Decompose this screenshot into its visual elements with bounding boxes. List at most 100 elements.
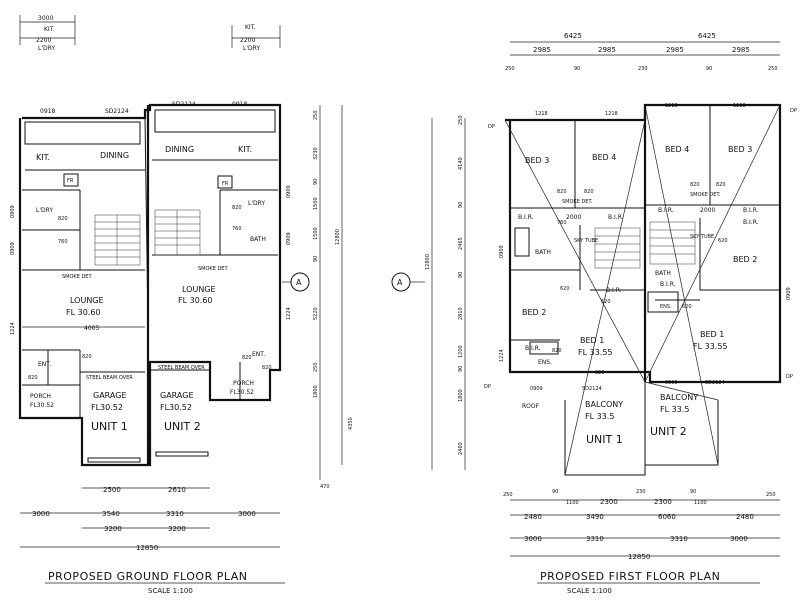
dim-text: 90 xyxy=(552,489,558,495)
room-label: BED 4 xyxy=(592,153,616,162)
first-plan-title: PROPOSED FIRST FLOOR PLAN xyxy=(540,570,720,583)
room-label: FL 33.55 xyxy=(693,342,728,351)
room-label: SKY TUBE xyxy=(690,234,714,240)
room-label: STEEL BEAM OVER xyxy=(158,365,205,371)
dim-text: 2500 xyxy=(103,486,121,494)
window-label: 0909 xyxy=(665,380,678,386)
dim-text: 5220 xyxy=(313,307,319,320)
door-label: 820 xyxy=(552,348,562,354)
dim-text: 250 xyxy=(503,492,513,498)
dim-text: 90 xyxy=(313,256,319,262)
dim-text: 3000 xyxy=(238,510,256,518)
unit-label: UNIT 2 xyxy=(650,425,687,438)
room-label: FR xyxy=(222,181,229,187)
ground-bottom-dims: 2500 2610 3000 3540 3310 3000 3200 3200 … xyxy=(20,486,280,552)
room-label: SMOKE DET. xyxy=(62,274,93,280)
dim-text: 250 xyxy=(766,492,776,498)
ground-right-dims: 250 3230 90 1500 1500 90 5220 250 1800 4… xyxy=(313,105,354,490)
door-label: 820 xyxy=(232,205,242,211)
first-top-dims: 6425 6425 250 2985 90 2985 230 2985 90 2… xyxy=(505,32,780,72)
dim-text: 250 xyxy=(505,66,515,72)
window-label: 1224 xyxy=(499,349,505,362)
room-label: ENT. xyxy=(38,361,51,368)
dim-text: L'DRY xyxy=(243,45,260,52)
ground-plan-title: PROPOSED GROUND FLOOR PLAN xyxy=(48,570,247,583)
door-label: 820 xyxy=(584,189,594,195)
room-label: KIT. xyxy=(238,145,252,154)
room-label: BATH xyxy=(250,236,266,243)
dim-text: 3200 xyxy=(168,525,186,533)
dim-text: 2300 xyxy=(600,498,618,506)
window-label: 0909 xyxy=(786,287,792,300)
door-label: 820 xyxy=(242,355,252,361)
window-label: 0909 xyxy=(530,386,543,392)
room-label: B.I.R. xyxy=(518,214,534,221)
door-label: 620 xyxy=(601,299,611,305)
room-label: BED 2 xyxy=(733,255,757,264)
dim-text: 2810 xyxy=(458,307,464,320)
room-label: FL30.52 xyxy=(160,403,192,412)
dim-text: 4350 xyxy=(348,417,354,430)
dim-text: 1500 xyxy=(313,197,319,210)
unit-1-outer-wall xyxy=(18,103,282,467)
room-label: BED 3 xyxy=(728,145,752,154)
room-label: DINING xyxy=(165,145,194,154)
unit-label: UNIT 1 xyxy=(586,433,623,446)
room-label: B.I.R. xyxy=(743,219,759,226)
room-label: GARAGE xyxy=(160,391,194,400)
dim-text: 2465 xyxy=(458,237,464,250)
dim-text: 3310 xyxy=(586,535,604,543)
dim-text: 3000 xyxy=(32,510,50,518)
room-label: FL30.52 xyxy=(91,403,123,412)
room-label: FL 33.55 xyxy=(578,348,613,357)
room-label: BED 1 xyxy=(580,336,604,345)
room-label: BATH xyxy=(535,249,551,256)
dim-text: 2985 xyxy=(732,46,750,54)
door-label: 620 xyxy=(682,304,692,310)
dim-text: 3000 xyxy=(524,535,542,543)
dim-text: 6060 xyxy=(658,513,676,521)
room-label: KIT. xyxy=(36,153,50,162)
dim-text: 90 xyxy=(574,66,580,72)
window-label: 0909 xyxy=(286,185,292,198)
dim-text: 12800 xyxy=(335,229,341,245)
dim-text: L'DRY xyxy=(38,45,55,52)
door-label: 820 xyxy=(262,365,272,371)
dim-text: 1800 xyxy=(313,385,319,398)
ground-floor-plan: 3000 KIT. 2200 L'DRY KIT. 2200 L'DRY 091… xyxy=(10,15,354,595)
room-label: B.I.R. xyxy=(606,287,622,294)
window-label: SD2124 xyxy=(105,108,129,115)
room-label: DINING xyxy=(100,151,129,160)
dim-text: 12850 xyxy=(628,553,650,561)
room-label: ENS. xyxy=(538,359,552,366)
window-label: 1218 xyxy=(535,111,548,117)
room-label: B.I.R. xyxy=(525,345,541,352)
dim-text: 6425 xyxy=(564,32,582,40)
section-marker: A xyxy=(391,272,425,292)
dim-text: KIT. xyxy=(245,24,256,31)
window-label: 1224 xyxy=(10,322,16,335)
dim-text: 6425 xyxy=(698,32,716,40)
dim-text: 2985 xyxy=(598,46,616,54)
dim-text: 90 xyxy=(706,66,712,72)
dim-text: 2000 xyxy=(566,214,581,221)
window-label: 0909 xyxy=(10,242,16,255)
room-label: FL30.52 xyxy=(30,402,54,409)
room-label: FL 33.5 xyxy=(660,405,689,414)
dim-text: 2300 xyxy=(654,498,672,506)
room-label: B.I.R. xyxy=(658,207,674,214)
room-label: FL 30.60 xyxy=(66,308,101,317)
room-label: L'DRY xyxy=(36,207,53,214)
dim-text: 1100 xyxy=(694,500,707,506)
window-label: 0918 xyxy=(40,108,55,115)
dim-text: 12800 xyxy=(425,254,431,270)
first-floor-plan: 6425 6425 250 2985 90 2985 230 2985 90 2… xyxy=(391,32,797,595)
room-label: PORCH xyxy=(30,393,51,400)
dim-text: 2480 xyxy=(524,513,542,521)
window-label: 0909 xyxy=(286,232,292,245)
door-label: 620 xyxy=(718,238,728,244)
ground-top-right-dims: KIT. 2200 L'DRY xyxy=(231,24,281,52)
downpipe-label: DP xyxy=(790,108,797,114)
room-label: FL 33.5 xyxy=(585,412,614,421)
dim-text: 4140 xyxy=(458,157,464,170)
